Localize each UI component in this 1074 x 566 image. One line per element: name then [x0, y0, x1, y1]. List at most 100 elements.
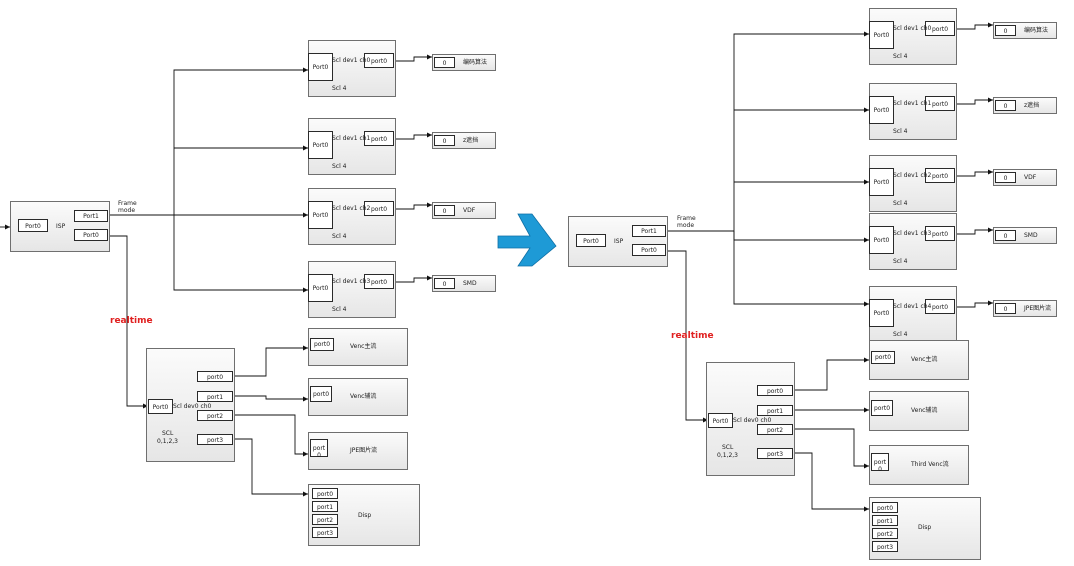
- right-scl-dev0-port2-label: port2: [766, 426, 784, 434]
- right-output-2-label: VDF: [1024, 174, 1037, 181]
- left-disp-label: Disp: [358, 512, 372, 519]
- left-output-1-label: z遮挡: [463, 137, 479, 144]
- right-isp-title: ISP: [614, 238, 624, 245]
- right-scl-ch3-title: Scl dev1 ch3: [893, 230, 932, 237]
- left-venc-sub-label: Venc辅流: [350, 393, 377, 400]
- right-wire-port2-third-venc: [793, 428, 869, 469]
- right-scl-ch1-title: Scl dev1 ch1: [893, 100, 932, 107]
- right-isp-port0-in: Port0: [576, 234, 606, 247]
- left-output-3-value: 0: [434, 278, 455, 289]
- left-venc-sub-port: port0: [310, 386, 332, 402]
- right-wire-trunk-ch0: [666, 31, 869, 232]
- left-venc-sub-port-label: port0: [312, 391, 330, 398]
- right-wire-ch2-out: [955, 169, 993, 177]
- right-wire-port3-disp: [793, 452, 869, 512]
- left-scl-ch3-title: Scl dev1 ch3: [332, 278, 371, 285]
- left-scl-dev0-name: SCL: [162, 430, 174, 437]
- right-disp-port2: port2: [872, 528, 898, 539]
- right-scl-ch3-sublabel: Scl 4: [893, 258, 908, 265]
- right-output-3-value: 0: [995, 230, 1016, 241]
- right-scl-dev0-port0-label: port0: [766, 387, 784, 395]
- left-scl-ch0-title: Scl dev1 ch0: [332, 57, 371, 64]
- left-scl-dev0-port3-label: port3: [206, 436, 224, 444]
- right-output-2-value: 0: [995, 172, 1016, 183]
- left-scl-ch1-sublabel: Scl 4: [332, 163, 347, 170]
- right-scl-ch1-in-label: Port0: [873, 107, 890, 114]
- left-scl-dev0-port0-label: port0: [206, 373, 224, 381]
- left-venc-main-port-label: port0: [313, 341, 331, 348]
- left-scl-ch2-sublabel: Scl 4: [332, 233, 347, 240]
- left-wire-realtime: [108, 235, 148, 409]
- left-scl-ch0-sublabel: Scl 4: [332, 85, 347, 92]
- left-scl-dev0-port2: port2: [197, 410, 233, 421]
- right-output-4-label: JPE图片流: [1024, 305, 1052, 312]
- left-output-2-value-label: 0: [442, 207, 447, 215]
- left-disp-port2-label: port2: [316, 516, 334, 524]
- left-isp-port0-out-label: Port0: [83, 232, 99, 239]
- right-output-1-value: 0: [995, 100, 1016, 111]
- left-scl-ch3-out: port0: [364, 274, 394, 289]
- left-scl-ch1-in-label: Port0: [312, 142, 329, 149]
- right-venc-main-port-label: port0: [874, 354, 892, 361]
- right-output-1-value-label: 0: [1003, 102, 1008, 110]
- right-disp-port0-label: port0: [876, 504, 894, 512]
- left-isp-port1-label: Port1: [83, 213, 99, 220]
- right-venc-main-port: port0: [871, 350, 895, 364]
- right-scl-ch4-in: Port0: [869, 299, 894, 327]
- right-scl-dev0-port1: port1: [757, 405, 793, 416]
- left-scl-dev0-port1-label: port1: [206, 393, 224, 401]
- right-disp-label: Disp: [918, 524, 932, 531]
- right-venc-sub-port-label: port0: [873, 405, 891, 412]
- right-scl-dev0-port3: port3: [757, 448, 793, 459]
- left-scl-ch2-out-label: port0: [370, 205, 388, 213]
- right-disp-port0: port0: [872, 502, 898, 513]
- right-isp-port0-in-label: Port0: [583, 237, 599, 245]
- left-scl-ch2-out: port0: [364, 201, 394, 216]
- left-scl-dev0-title: Scl dev0 ch0: [173, 403, 212, 410]
- left-scl-dev0-channels: 0,1,2,3: [157, 438, 178, 445]
- right-output-0-value-label: 0: [1003, 27, 1008, 35]
- left-scl-ch2-title: Scl dev1 ch2: [332, 205, 371, 212]
- left-disp-port1-label: port1: [316, 503, 334, 511]
- right-scl-dev0-in: Port0: [708, 413, 733, 428]
- left-scl-ch2-in: Port0: [308, 201, 333, 229]
- right-scl-ch0-out-label: port0: [931, 25, 949, 33]
- right-wire-trunk-ch4: [733, 231, 869, 307]
- right-scl-ch2-title: Scl dev1 ch2: [893, 172, 932, 179]
- right-scl-ch4-title: Scl dev1 ch4: [893, 303, 932, 310]
- right-output-0-value: 0: [995, 25, 1016, 36]
- left-output-2-label: VDF: [463, 207, 476, 214]
- left-disp-port0-label: port0: [316, 490, 334, 498]
- left-wire-ch2-out: [394, 202, 432, 210]
- left-disp-port3-label: port3: [316, 529, 334, 537]
- right-venc-sub-label: Venc辅流: [911, 407, 938, 414]
- left-isp-port1: Port1: [74, 210, 108, 222]
- left-output-0-value-label: 0: [442, 59, 447, 67]
- right-isp-port1-label: Port1: [641, 228, 657, 235]
- left-scl-dev0-in-label: Port0: [152, 403, 169, 411]
- left-scl-dev0-port1: port1: [197, 391, 233, 402]
- left-wire-trunk-ch3: [173, 215, 308, 293]
- right-scl-ch3-out-label: port0: [931, 230, 949, 238]
- right-scl-ch3-in: Port0: [869, 226, 894, 254]
- left-wire-ch0-out: [394, 54, 432, 62]
- right-output-4-value-label: 0: [1003, 305, 1008, 313]
- left-isp-port0-in-label: Port0: [25, 222, 41, 230]
- left-scl-dev0-port2-label: port2: [206, 412, 224, 420]
- left-wire-ch3-out: [394, 275, 432, 283]
- left-disp-port1: port1: [312, 501, 338, 512]
- left-output-0-value: 0: [434, 57, 455, 68]
- right-wire-ch3-out: [955, 227, 993, 235]
- left-scl-ch0-out: port0: [364, 53, 394, 68]
- left-scl-ch1-out: port0: [364, 131, 394, 146]
- right-scl-ch0-out: port0: [925, 21, 955, 36]
- right-isp-port1: Port1: [632, 225, 666, 237]
- left-scl-ch1-in: Port0: [308, 131, 333, 159]
- left-scl-ch2-in-label: Port0: [312, 212, 329, 219]
